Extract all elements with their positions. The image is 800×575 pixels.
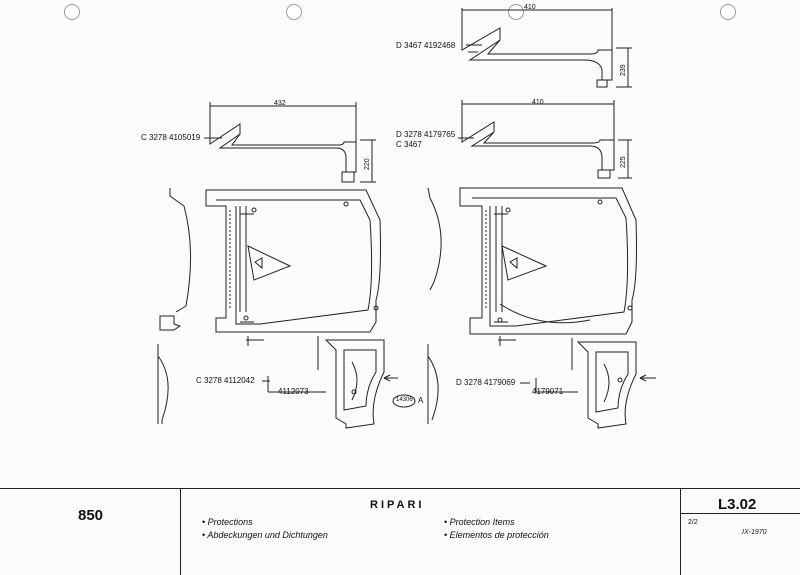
left-seal-profile [169, 188, 192, 313]
dimension-410-top: 410 [524, 4, 536, 11]
left-clip [159, 315, 182, 331]
description-left-1: • Protections [202, 517, 253, 527]
description-right-1: • Protection Items [444, 517, 515, 527]
right-lower-panel [576, 341, 637, 429]
punch-hole [508, 4, 524, 20]
dimension-225: 225 [620, 156, 627, 168]
description-right-2: • Elementos de protección [444, 530, 549, 540]
title-block-model-cell: 850 [0, 489, 181, 575]
sheet-code: L3.02 [718, 496, 757, 513]
left-lower-panel [324, 339, 385, 429]
panel-right [459, 187, 637, 346]
right-lower-strip [427, 344, 439, 424]
punch-hole [64, 4, 80, 20]
arrow-right-panel [639, 374, 656, 382]
issue-date: IX-1970 [742, 529, 767, 536]
punch-hole [720, 4, 736, 20]
bracket-top-right [461, 8, 632, 88]
page-number: 2/2 [688, 519, 698, 526]
left-lower-strip [157, 344, 169, 424]
part-ref-right-panel-sub: 4179071 [532, 387, 564, 396]
model-number: 850 [78, 507, 104, 524]
panel-left [205, 189, 381, 346]
reference-badge-outline [392, 394, 416, 408]
bracket-right [461, 100, 632, 179]
bracket-left [209, 102, 376, 183]
description-left-2: • Abdeckungen und Dichtungen [202, 530, 328, 540]
right-lower-inner [595, 351, 629, 413]
part-ref-left-panel-sub: 4112073 [278, 387, 309, 396]
part-ref-right-panel: D 3278 4179069 [456, 378, 516, 387]
left-lower-inner [343, 349, 377, 411]
title-block-code-cell: L3.02 2/2 IX-1970 [680, 489, 800, 575]
title-block-description-cell: RIPARI • Protections • Abdeckungen und D… [180, 489, 681, 575]
part-ref-left-panel: C 3278 4112042 [196, 376, 255, 385]
part-ref-top-right: D 3467 4192468 [396, 41, 456, 50]
part-ref-right-line2: C 3467 [396, 140, 422, 149]
reference-badge: 14306 [396, 397, 413, 403]
reference-badge-suffix: A [418, 396, 424, 405]
part-ref-right-line1: D 3278 4179765 [396, 130, 456, 139]
part-ref-left: C 3278 4105019 [141, 133, 201, 142]
arrow-left-panel [383, 374, 398, 382]
dimension-432: 432 [274, 100, 286, 107]
section-title: RIPARI [370, 499, 425, 511]
right-seal-profile [427, 187, 442, 291]
title-block: 850 RIPARI • Protections • Abdeckungen u… [0, 488, 800, 575]
dimension-239: 239 [620, 64, 627, 76]
punch-hole [286, 4, 302, 20]
dimension-410-right: 410 [532, 99, 544, 106]
dimension-220: 220 [364, 158, 371, 170]
